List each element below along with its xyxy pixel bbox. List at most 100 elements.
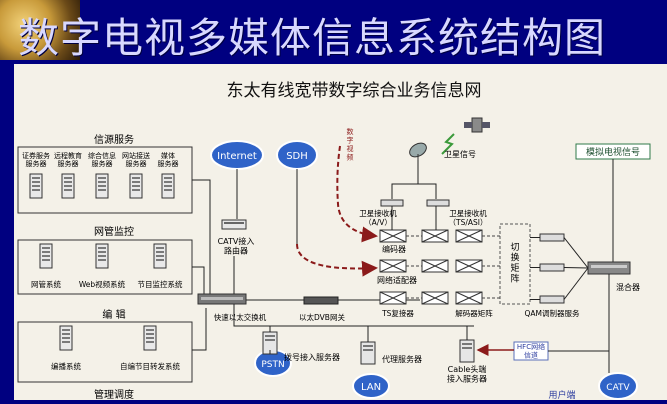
svg-text:拨号接入服务器: 拨号接入服务器 xyxy=(284,352,340,362)
catv-router: CATV接入路由器 xyxy=(218,219,254,256)
svg-text:Internet: Internet xyxy=(217,151,257,162)
cable-head-server: Cable头端接入服务器 xyxy=(447,339,487,384)
sdh-cloud: SDH xyxy=(276,140,318,170)
svg-text:SDH: SDH xyxy=(286,151,308,162)
edit-server: 自编节目转发系统 xyxy=(120,325,180,371)
switch-matrix-label: 切换矩阵 xyxy=(510,242,519,285)
svg-text:代理服务器: 代理服务器 xyxy=(382,354,422,364)
qam-modulator xyxy=(530,233,589,269)
server-icon xyxy=(61,173,75,199)
monitor-to-switch-line xyxy=(192,266,205,298)
pstn-cloud: PSTN xyxy=(254,349,292,377)
satellite-dish-icon xyxy=(409,142,427,160)
analog-tv-signal: 模拟电视信号 xyxy=(575,143,651,160)
satellite-icon xyxy=(464,117,490,133)
server-icon xyxy=(129,173,143,199)
server-icon xyxy=(153,243,167,269)
codec-unit xyxy=(379,259,407,273)
codec-unit xyxy=(455,229,483,243)
fast-ethernet-switch: 快速以太交换机 xyxy=(197,293,267,322)
banner-photo xyxy=(0,0,80,60)
ts-mux-label: TS复接器 xyxy=(381,308,414,318)
svg-text:网管系统: 网管系统 xyxy=(31,279,61,289)
satellite-beam xyxy=(441,133,455,155)
codec-unit xyxy=(421,291,449,305)
switch-bottom-bus xyxy=(233,304,474,327)
edit-to-switch-line xyxy=(192,308,207,351)
monitor-server: 网管系统 xyxy=(31,243,61,289)
server-icon xyxy=(95,243,109,269)
codec-unit xyxy=(379,291,407,305)
svg-text:综合信息服务器: 综合信息服务器 xyxy=(88,151,116,168)
info-to-switch-line xyxy=(192,179,211,298)
decode-matrix-label: 解码器矩阵 xyxy=(455,308,493,318)
svg-text:网站接送服务器: 网站接送服务器 xyxy=(122,151,150,168)
svg-text:PSTN: PSTN xyxy=(261,360,284,370)
svg-text:卫星接收机（A/V）: 卫星接收机（A/V） xyxy=(359,208,397,227)
svg-text:用户端: 用户端 xyxy=(548,389,575,400)
proxy-server: 代理服务器 xyxy=(360,341,422,365)
server-icon xyxy=(59,325,73,351)
server-icon xyxy=(143,325,157,351)
codec-unit xyxy=(379,229,407,243)
codec-unit xyxy=(455,291,483,305)
svg-text:LAN: LAN xyxy=(361,382,381,393)
dish-distribution-line xyxy=(391,160,437,199)
edit-server: 编播系统 xyxy=(51,325,81,371)
switch-matrix-box xyxy=(499,223,531,305)
catv-cloud: CATV xyxy=(598,372,638,400)
network-adapter-label: 网络适配器 xyxy=(377,275,417,285)
monitor-group-title: 网管监控 xyxy=(94,225,134,238)
satellite-signal-label: 卫星信号 xyxy=(444,149,476,159)
codec-unit xyxy=(421,229,449,243)
digital-video-label: 数字视频 xyxy=(347,127,354,162)
sdh-to-adapter-arrow xyxy=(296,243,378,277)
edit-group-box xyxy=(17,321,193,383)
svg-text:Web视频系统: Web视频系统 xyxy=(79,279,126,289)
server-icon xyxy=(161,173,175,199)
svg-text:Cable头端接入服务器: Cable头端接入服务器 xyxy=(447,364,487,384)
server-icon xyxy=(95,173,109,199)
architecture-diagram: 东太有线宽带数字综合业务信息网 信源服务 网管监控 编 辑 管理调度 证券服务服… xyxy=(17,81,651,401)
sat-receiver-av: 卫星接收机（A/V） xyxy=(359,199,404,227)
info-group-title: 信源服务 xyxy=(94,133,134,146)
encoder-label: 编码器 xyxy=(382,244,406,254)
svg-text:HFC网络信道: HFC网络信道 xyxy=(517,342,545,360)
info-server: 远程教育服务器 xyxy=(54,151,82,199)
title-banner: 数字电视多媒体信息系统结构图 xyxy=(0,0,667,60)
qam-modulator xyxy=(530,267,589,304)
monitor-server: Web视频系统 xyxy=(79,243,126,289)
slide-title: 数字电视多媒体信息系统结构图 xyxy=(18,14,606,60)
monitor-server: 节目监控系统 xyxy=(138,243,183,289)
qam-modulator xyxy=(530,263,589,272)
server-icon xyxy=(39,243,53,269)
dvb-gateway: 以太DVB网关 xyxy=(299,296,345,322)
svg-text:媒体服务器: 媒体服务器 xyxy=(158,151,179,168)
mixer: 混合器 xyxy=(587,261,640,292)
codec-unit xyxy=(455,259,483,273)
diagram-board: 东太有线宽带数字综合业务信息网 信源服务 网管监控 编 辑 管理调度 证券服务服… xyxy=(14,64,667,401)
user-terminal-label: 用户端 xyxy=(548,389,575,401)
info-server: 综合信息服务器 xyxy=(88,151,116,199)
digital-video-arrow xyxy=(336,145,378,243)
sat-receiver-ts: 卫星接收机（TS/ASI） xyxy=(426,199,488,227)
svg-text:以太DVB网关: 以太DVB网关 xyxy=(299,312,345,322)
mgmt-group-title: 管理调度 xyxy=(94,388,134,400)
lan-cloud: LAN xyxy=(352,373,390,399)
svg-text:自编节目转发系统: 自编节目转发系统 xyxy=(120,361,180,371)
info-server: 网站接送服务器 xyxy=(122,151,150,199)
svg-text:节目监控系统: 节目监控系统 xyxy=(138,279,183,289)
codec-unit xyxy=(421,259,449,273)
hfc-channel-label: HFC网络信道 xyxy=(513,341,549,361)
edit-group-title: 编 辑 xyxy=(102,308,125,321)
svg-text:模拟电视信号: 模拟电视信号 xyxy=(586,146,640,158)
server-icon xyxy=(29,173,43,199)
diagram-title: 东太有线宽带数字综合业务信息网 xyxy=(227,81,482,101)
svg-text:CATV: CATV xyxy=(606,383,630,393)
svg-text:快速以太交换机: 快速以太交换机 xyxy=(214,312,267,322)
info-server: 证券服务服务器 xyxy=(22,151,50,199)
svg-text:远程教育服务器: 远程教育服务器 xyxy=(54,151,82,168)
info-server: 媒体服务器 xyxy=(158,151,179,199)
svg-text:卫星接收机（TS/ASI）: 卫星接收机（TS/ASI） xyxy=(449,208,488,227)
